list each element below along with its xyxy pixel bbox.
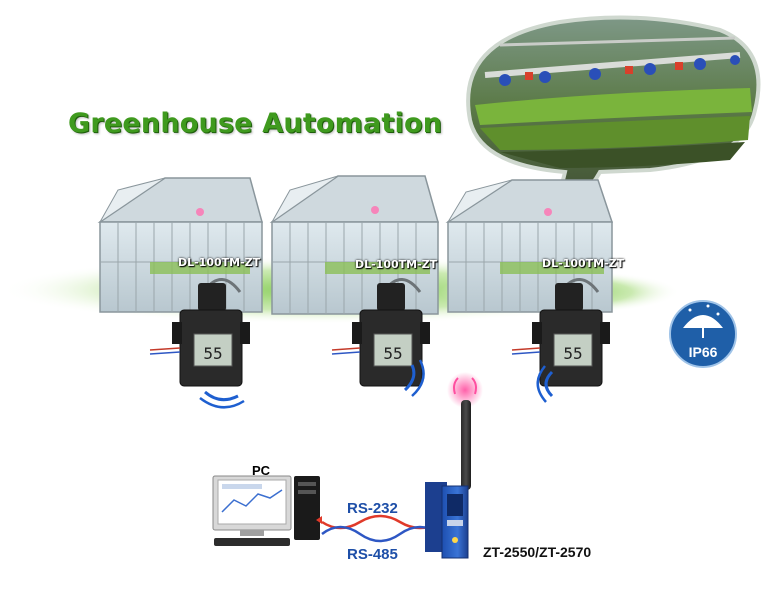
- pc-workstation: [212, 475, 320, 546]
- sprinkler-heads: [499, 55, 740, 86]
- sensor-device-3: 55: [511, 278, 610, 403]
- page-title: Greenhouse Automation: [68, 108, 443, 139]
- device-3-display: 55: [563, 344, 582, 363]
- device-3-label: DL-100TM-ZT: [542, 257, 625, 270]
- device-1-label: DL-100TM-ZT: [178, 256, 261, 269]
- sensor-device-2: 55: [331, 278, 430, 397]
- zt-gateway: [425, 372, 483, 559]
- device-2-label: DL-100TM-ZT: [355, 258, 438, 271]
- greenhouse-1: [97, 177, 263, 313]
- rs232-label: RS-232: [347, 500, 398, 517]
- ip66-badge: [669, 300, 737, 368]
- device-1-display: 55: [203, 344, 222, 363]
- pc-label: PC: [252, 463, 271, 478]
- sensor-device-1: 55: [149, 278, 250, 409]
- ip66-label: IP66: [688, 344, 718, 360]
- gateway-label: ZT-2550/ZT-2570: [483, 544, 592, 560]
- umbrella-rain-icon: [683, 304, 723, 338]
- device-2-display: 55: [383, 344, 402, 363]
- greenhouse-2: [269, 175, 439, 315]
- sprinkler-photo-bubble: [466, 15, 761, 220]
- rs485-label: RS-485: [347, 546, 398, 563]
- greenhouse-3: [445, 179, 614, 313]
